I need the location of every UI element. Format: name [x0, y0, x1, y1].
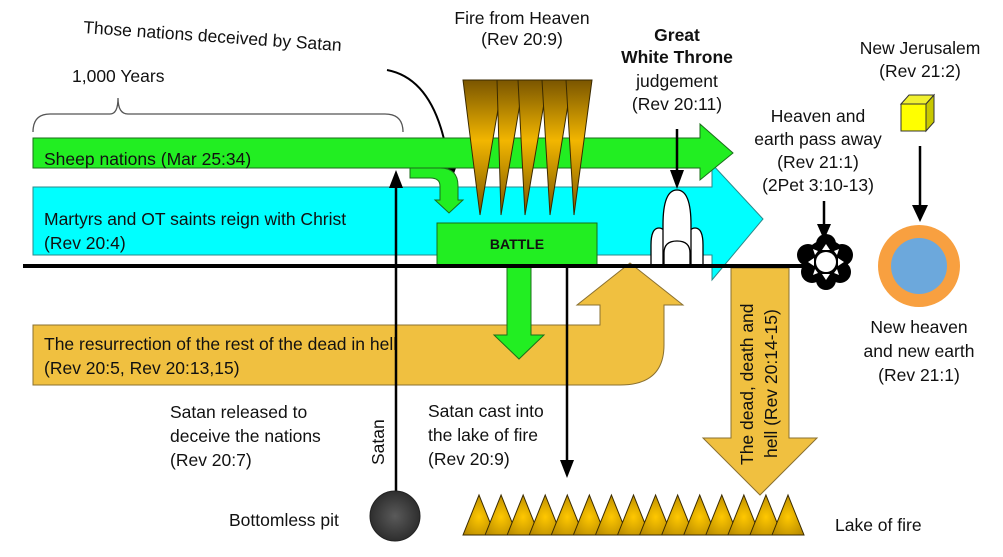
sheep-bend-arrow — [409, 167, 465, 214]
new-jerusalem-line2: (Rev 21:2) — [879, 61, 961, 81]
dead-death-hell-arrow — [701, 267, 819, 496]
resurrection-label-line2: (Rev 20:5, Rev 20:13,15) — [44, 358, 240, 378]
new-heaven-earth-line3: (Rev 21:1) — [878, 365, 960, 385]
lake-flame — [727, 493, 761, 536]
satan-released-line3: (Rev 20:7) — [170, 450, 252, 470]
lake-flame — [616, 493, 651, 536]
fire-from-heaven-spikes — [462, 79, 593, 216]
battle-label: BATTLE — [490, 236, 544, 252]
lake-flame — [771, 493, 805, 536]
heaven-earth-pass-line4: (2Pet 3:10-13) — [762, 175, 874, 195]
satan-release-arrowhead — [389, 170, 403, 188]
lake-flame — [462, 493, 496, 536]
fire-spike — [565, 79, 593, 216]
fire-spike — [496, 79, 525, 216]
resurrection-label-line1: The resurrection of the rest of the dead… — [44, 334, 397, 354]
deceived-nations-label: Those nations deceived by Satan — [83, 17, 343, 55]
lake-flame — [638, 493, 673, 536]
satan-released-line1: Satan released to — [170, 402, 307, 422]
lake-flame — [506, 493, 540, 536]
dead-death-hell-line2: hell (Rev 20:14-15) — [761, 309, 781, 458]
lake-flame — [594, 493, 629, 536]
satan-released-line2: deceive the nations — [170, 426, 321, 446]
lake-flame — [749, 493, 783, 536]
fire-from-heaven-label-line1: Fire from Heaven — [454, 8, 589, 28]
dead-death-hell-line1: The dead, death and — [737, 303, 757, 465]
satan-cast-arrowhead — [560, 460, 574, 478]
satan-cast-line2: the lake of fire — [428, 425, 538, 445]
fire-spike — [462, 79, 504, 216]
satan-cast-line1: Satan cast into — [428, 401, 544, 421]
fire-spike — [541, 79, 573, 216]
lake-of-fire-label: Lake of fire — [835, 515, 922, 535]
great-white-throne-line1: Great — [654, 25, 700, 45]
bottomless-pit-label: Bottomless pit — [229, 510, 339, 530]
great-white-throne-line2: White Throne — [621, 47, 733, 67]
heaven-earth-pass-line2: earth pass away — [754, 129, 882, 149]
satan-vertical-label: Satan — [368, 419, 388, 465]
pass-away-arrowhead — [817, 224, 831, 240]
lake-of-fire-flames — [462, 493, 805, 536]
thousand-years-label: 1,000 Years — [72, 66, 165, 86]
fire-spike — [517, 79, 549, 216]
bottomless-pit-icon — [369, 490, 421, 542]
lake-flame — [528, 493, 562, 536]
new-heaven-earth-line2: and new earth — [864, 341, 975, 361]
new-earth-inner — [891, 238, 947, 294]
thousand-years-brace — [32, 97, 404, 133]
heaven-earth-pass-line1: Heaven and — [771, 106, 865, 126]
new-jerusalem-cube-icon — [899, 93, 936, 133]
satan-cast-line3: (Rev 20:9) — [428, 449, 510, 469]
throne-arrowhead — [670, 170, 684, 189]
lake-flame — [484, 493, 518, 536]
battle-box — [436, 222, 598, 266]
new-jerusalem-line1: New Jerusalem — [860, 38, 981, 58]
passing-away-cloud-icon — [797, 234, 853, 290]
lake-flame — [660, 493, 695, 536]
white-throne-icon — [644, 189, 704, 266]
sheep-nations-label: Sheep nations (Mar 25:34) — [44, 149, 251, 169]
lake-flame — [572, 493, 607, 536]
fire-from-heaven-label-line2: (Rev 20:9) — [481, 29, 563, 49]
great-white-throne-line3: judgement — [635, 71, 718, 91]
lake-flame — [550, 493, 585, 536]
martyrs-label-line1: Martyrs and OT saints reign with Christ — [44, 209, 346, 229]
lake-flame — [682, 493, 717, 536]
jerusalem-arrowhead — [912, 205, 928, 222]
martyrs-label-line2: (Rev 20:4) — [44, 233, 126, 253]
battle-down-arrow — [492, 264, 546, 360]
new-heaven-earth-line1: New heaven — [870, 317, 967, 337]
lake-flame — [705, 493, 739, 536]
great-white-throne-line4: (Rev 20:11) — [632, 94, 722, 114]
heaven-earth-pass-line3: (Rev 21:1) — [777, 152, 859, 172]
